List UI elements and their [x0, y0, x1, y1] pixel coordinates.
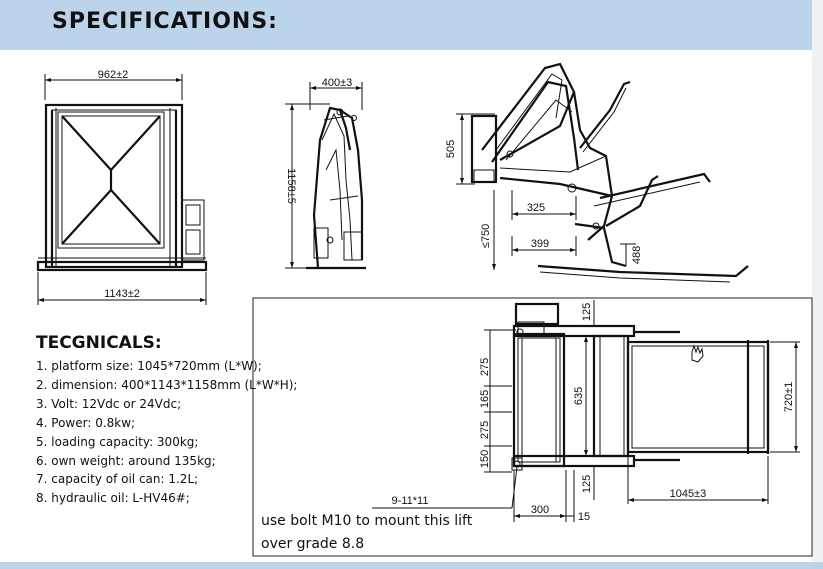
dim-plan-150: 150: [479, 450, 491, 468]
page-title: SPECIFICATIONS:: [52, 9, 278, 34]
tech-item-own-weight: 6. own weight: around 135kg;: [36, 453, 216, 468]
dim-plan-1045: 1045±3: [670, 488, 707, 500]
mount-note-line-2: over grade 8.8: [261, 536, 365, 552]
dim-open-325: 325: [527, 202, 545, 214]
tech-item-loading-capacity: 5. loading capacity: 300kg;: [36, 434, 199, 449]
right-margin-strip: [812, 0, 823, 569]
mount-note-line-1: use bolt M10 to mount this lift: [261, 513, 473, 529]
technicals-section: TECGNICALS: 1. platform size: 1045*720mm…: [36, 333, 297, 508]
dim-plan-300: 300: [531, 504, 549, 516]
dim-plan-720: 720±1: [783, 382, 795, 413]
tech-item-platform-size: 1. platform size: 1045*720mm (L*W);: [36, 359, 262, 373]
dim-plan-275-b: 275: [479, 421, 491, 439]
tech-item-power: 4. Power: 0.8kw;: [36, 415, 136, 430]
dim-plan-15: 15: [578, 511, 590, 523]
technicals-list: 1. platform size: 1045*720mm (L*W); 2. d…: [36, 357, 297, 508]
dim-side-height: 1158±5: [285, 168, 297, 204]
side-view-drawing: [285, 82, 366, 270]
tech-item-hydraulic-oil: 8. hydraulic oil: L-HV46#;: [36, 491, 190, 506]
dim-front-bottom: 1143±2: [104, 288, 140, 300]
tech-item-dimension: 2. dimension: 400*1143*1158mm (L*W*H);: [36, 377, 298, 392]
bottom-bar: [0, 562, 823, 569]
dim-plan-9-11: 9-11*11: [392, 495, 429, 507]
dim-open-505: 505: [445, 140, 457, 158]
dim-side-top: 400±3: [322, 77, 353, 89]
plan-view-drawing: [372, 300, 800, 522]
dim-plan-125-top: 125: [581, 303, 593, 321]
dim-plan-275-a: 275: [479, 358, 491, 376]
front-view-drawing: [36, 74, 208, 305]
technicals-title: TECGNICALS:: [36, 333, 162, 353]
specifications-header: SPECIFICATIONS:: [0, 0, 823, 50]
dim-plan-635: 635: [573, 387, 585, 405]
tech-item-oil-capacity: 7. capacity of oil can: 1.2L;: [36, 472, 199, 487]
dim-open-488: 488: [631, 246, 643, 264]
dim-plan-165: 165: [479, 390, 491, 408]
dim-open-399: 399: [531, 238, 549, 250]
dim-plan-125-mid: 125: [581, 475, 593, 493]
open-view-drawing: [456, 62, 749, 283]
plan-view-frame: [252, 297, 813, 557]
tech-item-volt: 3. Volt: 12Vdc or 24Vdc;: [36, 396, 182, 411]
dim-front-top: 962±2: [98, 69, 129, 81]
dim-open-750: ≤750: [480, 224, 492, 248]
